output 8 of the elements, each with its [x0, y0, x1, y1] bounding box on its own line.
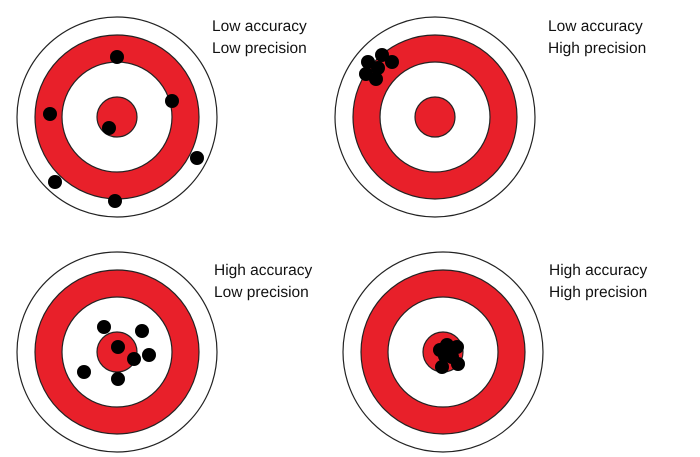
target-label: High precision	[548, 39, 646, 58]
target-label: Low precision	[214, 283, 309, 302]
target-label: High accuracy	[549, 261, 648, 280]
target-label: Low precision	[212, 39, 307, 58]
target-label: Low accuracy	[548, 17, 643, 36]
target-label: Low accuracy	[212, 17, 307, 36]
target-label: High precision	[549, 283, 648, 302]
target-label: High accuracy	[214, 261, 312, 280]
